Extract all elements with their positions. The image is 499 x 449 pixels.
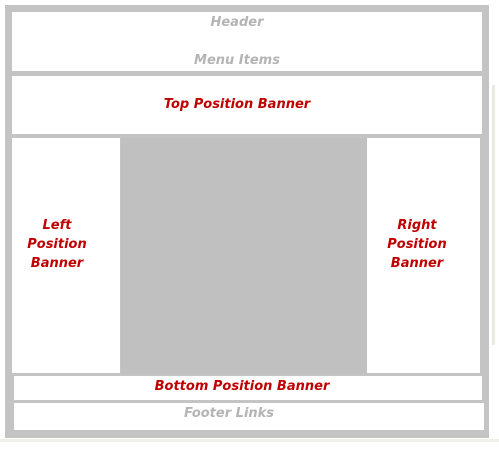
header-label: Header bbox=[210, 15, 264, 30]
footer-region: Footer Links bbox=[14, 403, 484, 430]
left-banner-line-1: Left Position bbox=[27, 218, 87, 252]
edge-artifact bbox=[0, 439, 499, 442]
top-banner-region: Top Position Banner bbox=[12, 76, 482, 134]
left-banner-label: Left Position Banner bbox=[12, 216, 102, 273]
header-region: Header Menu Items bbox=[12, 12, 482, 71]
right-banner-label: Right Position Banner bbox=[367, 216, 467, 273]
left-banner-region: Left Position Banner bbox=[12, 138, 120, 373]
top-banner-label: Top Position Banner bbox=[163, 97, 311, 112]
left-banner-line-2: Banner bbox=[30, 256, 84, 271]
content-area bbox=[121, 138, 367, 374]
right-banner-line-1: Right Position bbox=[387, 218, 447, 252]
edge-artifact bbox=[492, 85, 495, 345]
bottom-banner-label: Bottom Position Banner bbox=[154, 379, 330, 394]
footer-links-label: Footer Links bbox=[183, 406, 275, 421]
right-banner-line-2: Banner bbox=[390, 256, 444, 271]
bottom-banner-region: Bottom Position Banner bbox=[14, 376, 482, 400]
right-banner-region: Right Position Banner bbox=[367, 138, 480, 373]
menu-items-label: Menu Items bbox=[194, 53, 280, 68]
